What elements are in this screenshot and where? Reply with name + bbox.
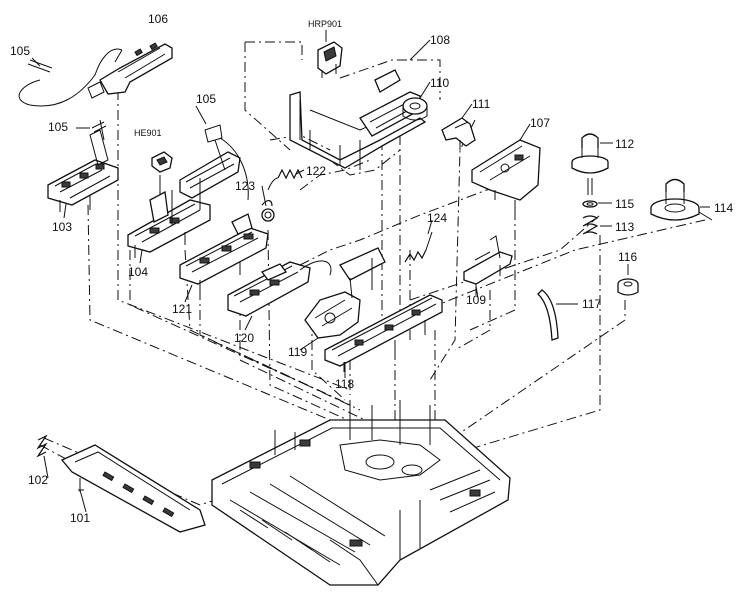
he901-sensor (151, 151, 173, 173)
part-106-bracket (87, 42, 173, 99)
label-112: 112 (615, 137, 634, 151)
hrp901-sensor (317, 41, 343, 78)
label-116: 116 (618, 250, 637, 264)
part-120-assembly (227, 260, 332, 317)
part-labels: 105 106 105 HE901 105 HRP901 108 110 111… (10, 12, 733, 525)
label-118: 118 (335, 377, 354, 391)
label-111: 111 (472, 97, 491, 111)
label-124: 124 (427, 211, 447, 225)
label-120: 120 (234, 331, 254, 345)
label-106: 106 (148, 12, 168, 26)
label-105-left: 105 (10, 44, 30, 58)
leader-lines (31, 30, 710, 513)
part-108-bracket (289, 69, 427, 170)
part-104-assembly (127, 175, 211, 258)
part-102-spring (36, 434, 48, 458)
part-109-lever (463, 235, 513, 295)
part-105-center (171, 124, 249, 225)
label-he901: HE901 (134, 128, 162, 138)
part-116-pulley (617, 278, 639, 296)
part-105-wire (18, 48, 123, 107)
label-103: 103 (52, 220, 72, 234)
part-113-spring (582, 215, 599, 235)
label-113: 113 (615, 220, 634, 234)
main-chassis (211, 400, 511, 586)
part-124-spring (404, 231, 433, 263)
label-108: 108 (430, 33, 450, 47)
part-107-bracket (471, 139, 541, 210)
label-hrp901: HRP901 (308, 19, 342, 29)
label-119: 119 (288, 345, 307, 359)
label-115: 115 (615, 197, 634, 211)
part-112-spindle (571, 133, 609, 195)
part-115-washer (582, 200, 598, 208)
label-102: 102 (28, 473, 48, 487)
part-103-assembly (47, 119, 119, 212)
label-105-small: 105 (48, 120, 68, 134)
part-121-assembly (179, 213, 269, 292)
label-107: 107 (530, 116, 550, 130)
alignment-lines (39, 41, 706, 521)
label-101: 101 (70, 511, 90, 525)
part-117-strip (537, 289, 559, 341)
label-122: 122 (306, 164, 326, 178)
part-123-coil (261, 200, 275, 222)
label-105-center: 105 (196, 92, 216, 106)
label-104: 104 (128, 265, 148, 279)
part-111-lever (441, 117, 476, 150)
part-110-roller (402, 97, 428, 121)
label-121: 121 (172, 302, 192, 316)
label-123: 123 (235, 179, 255, 193)
label-114: 114 (714, 201, 733, 215)
label-110: 110 (430, 76, 449, 90)
part-119-assembly (304, 247, 386, 339)
part-122-spring (267, 168, 303, 191)
label-117: 117 (582, 297, 601, 311)
part-105-pin-left (91, 121, 107, 133)
label-109: 109 (466, 293, 486, 307)
part-101-plate (60, 444, 206, 533)
part-114-reel (650, 178, 713, 221)
part-118-assembly (324, 294, 443, 378)
